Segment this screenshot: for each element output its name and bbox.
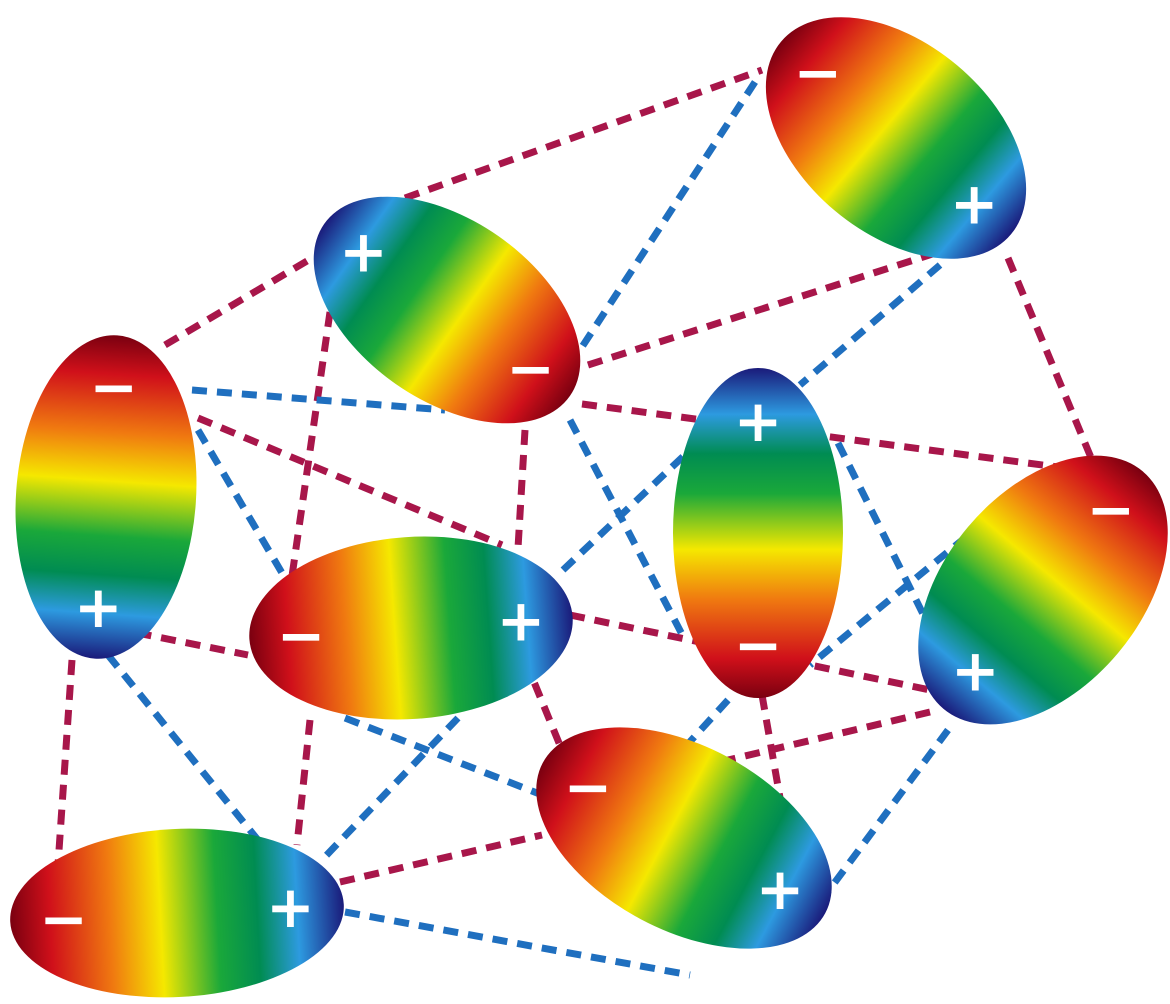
negative-pole-sign: − [506, 335, 555, 403]
negative-pole-sign: − [564, 753, 613, 821]
attraction-bond-line [297, 720, 310, 845]
repulsion-bond-line [563, 450, 690, 570]
attraction-bond-line [405, 70, 762, 198]
repulsion-bond-line [818, 730, 948, 905]
dipole-molecule [868, 408, 1170, 771]
negative-pole-sign: − [734, 611, 783, 679]
repulsion-bond-line [345, 912, 690, 975]
positive-pole-sign: + [74, 573, 123, 641]
attraction-bond-line [165, 258, 312, 345]
positive-pole-sign: + [951, 637, 1000, 705]
attraction-bond-line [1008, 258, 1092, 460]
repulsion-bond-line [108, 655, 262, 845]
positive-pole-sign: + [734, 387, 783, 455]
negative-pole-sign: − [89, 353, 138, 421]
positive-pole-sign: + [339, 217, 388, 285]
dipole-molecule [720, 0, 1072, 307]
positive-pole-sign: + [497, 586, 546, 654]
positive-pole-sign: + [950, 170, 999, 238]
attraction-bond-line [518, 430, 525, 548]
attraction-bond-line [198, 418, 502, 545]
repulsion-bond-line [570, 420, 685, 640]
positive-pole-sign: + [756, 855, 805, 923]
negative-pole-sign: − [794, 38, 843, 106]
repulsion-bond-line [838, 443, 925, 618]
attraction-bond-line [58, 660, 72, 865]
negative-pole-sign: − [39, 885, 88, 953]
dipole-body [720, 0, 1072, 307]
attraction-bond-line [340, 835, 542, 882]
negative-pole-sign: − [1086, 475, 1135, 543]
negative-pole-sign: − [277, 602, 326, 670]
repulsion-bond-line [580, 82, 755, 350]
dipole-body [868, 408, 1170, 771]
positive-pole-sign: + [266, 873, 315, 941]
repulsion-bond-line [320, 718, 458, 862]
repulsion-bond-line [800, 265, 940, 385]
attraction-bond-line [290, 312, 330, 590]
dipole-molecules: + − + − + − + − + − + − + − + − [5, 0, 1170, 1004]
